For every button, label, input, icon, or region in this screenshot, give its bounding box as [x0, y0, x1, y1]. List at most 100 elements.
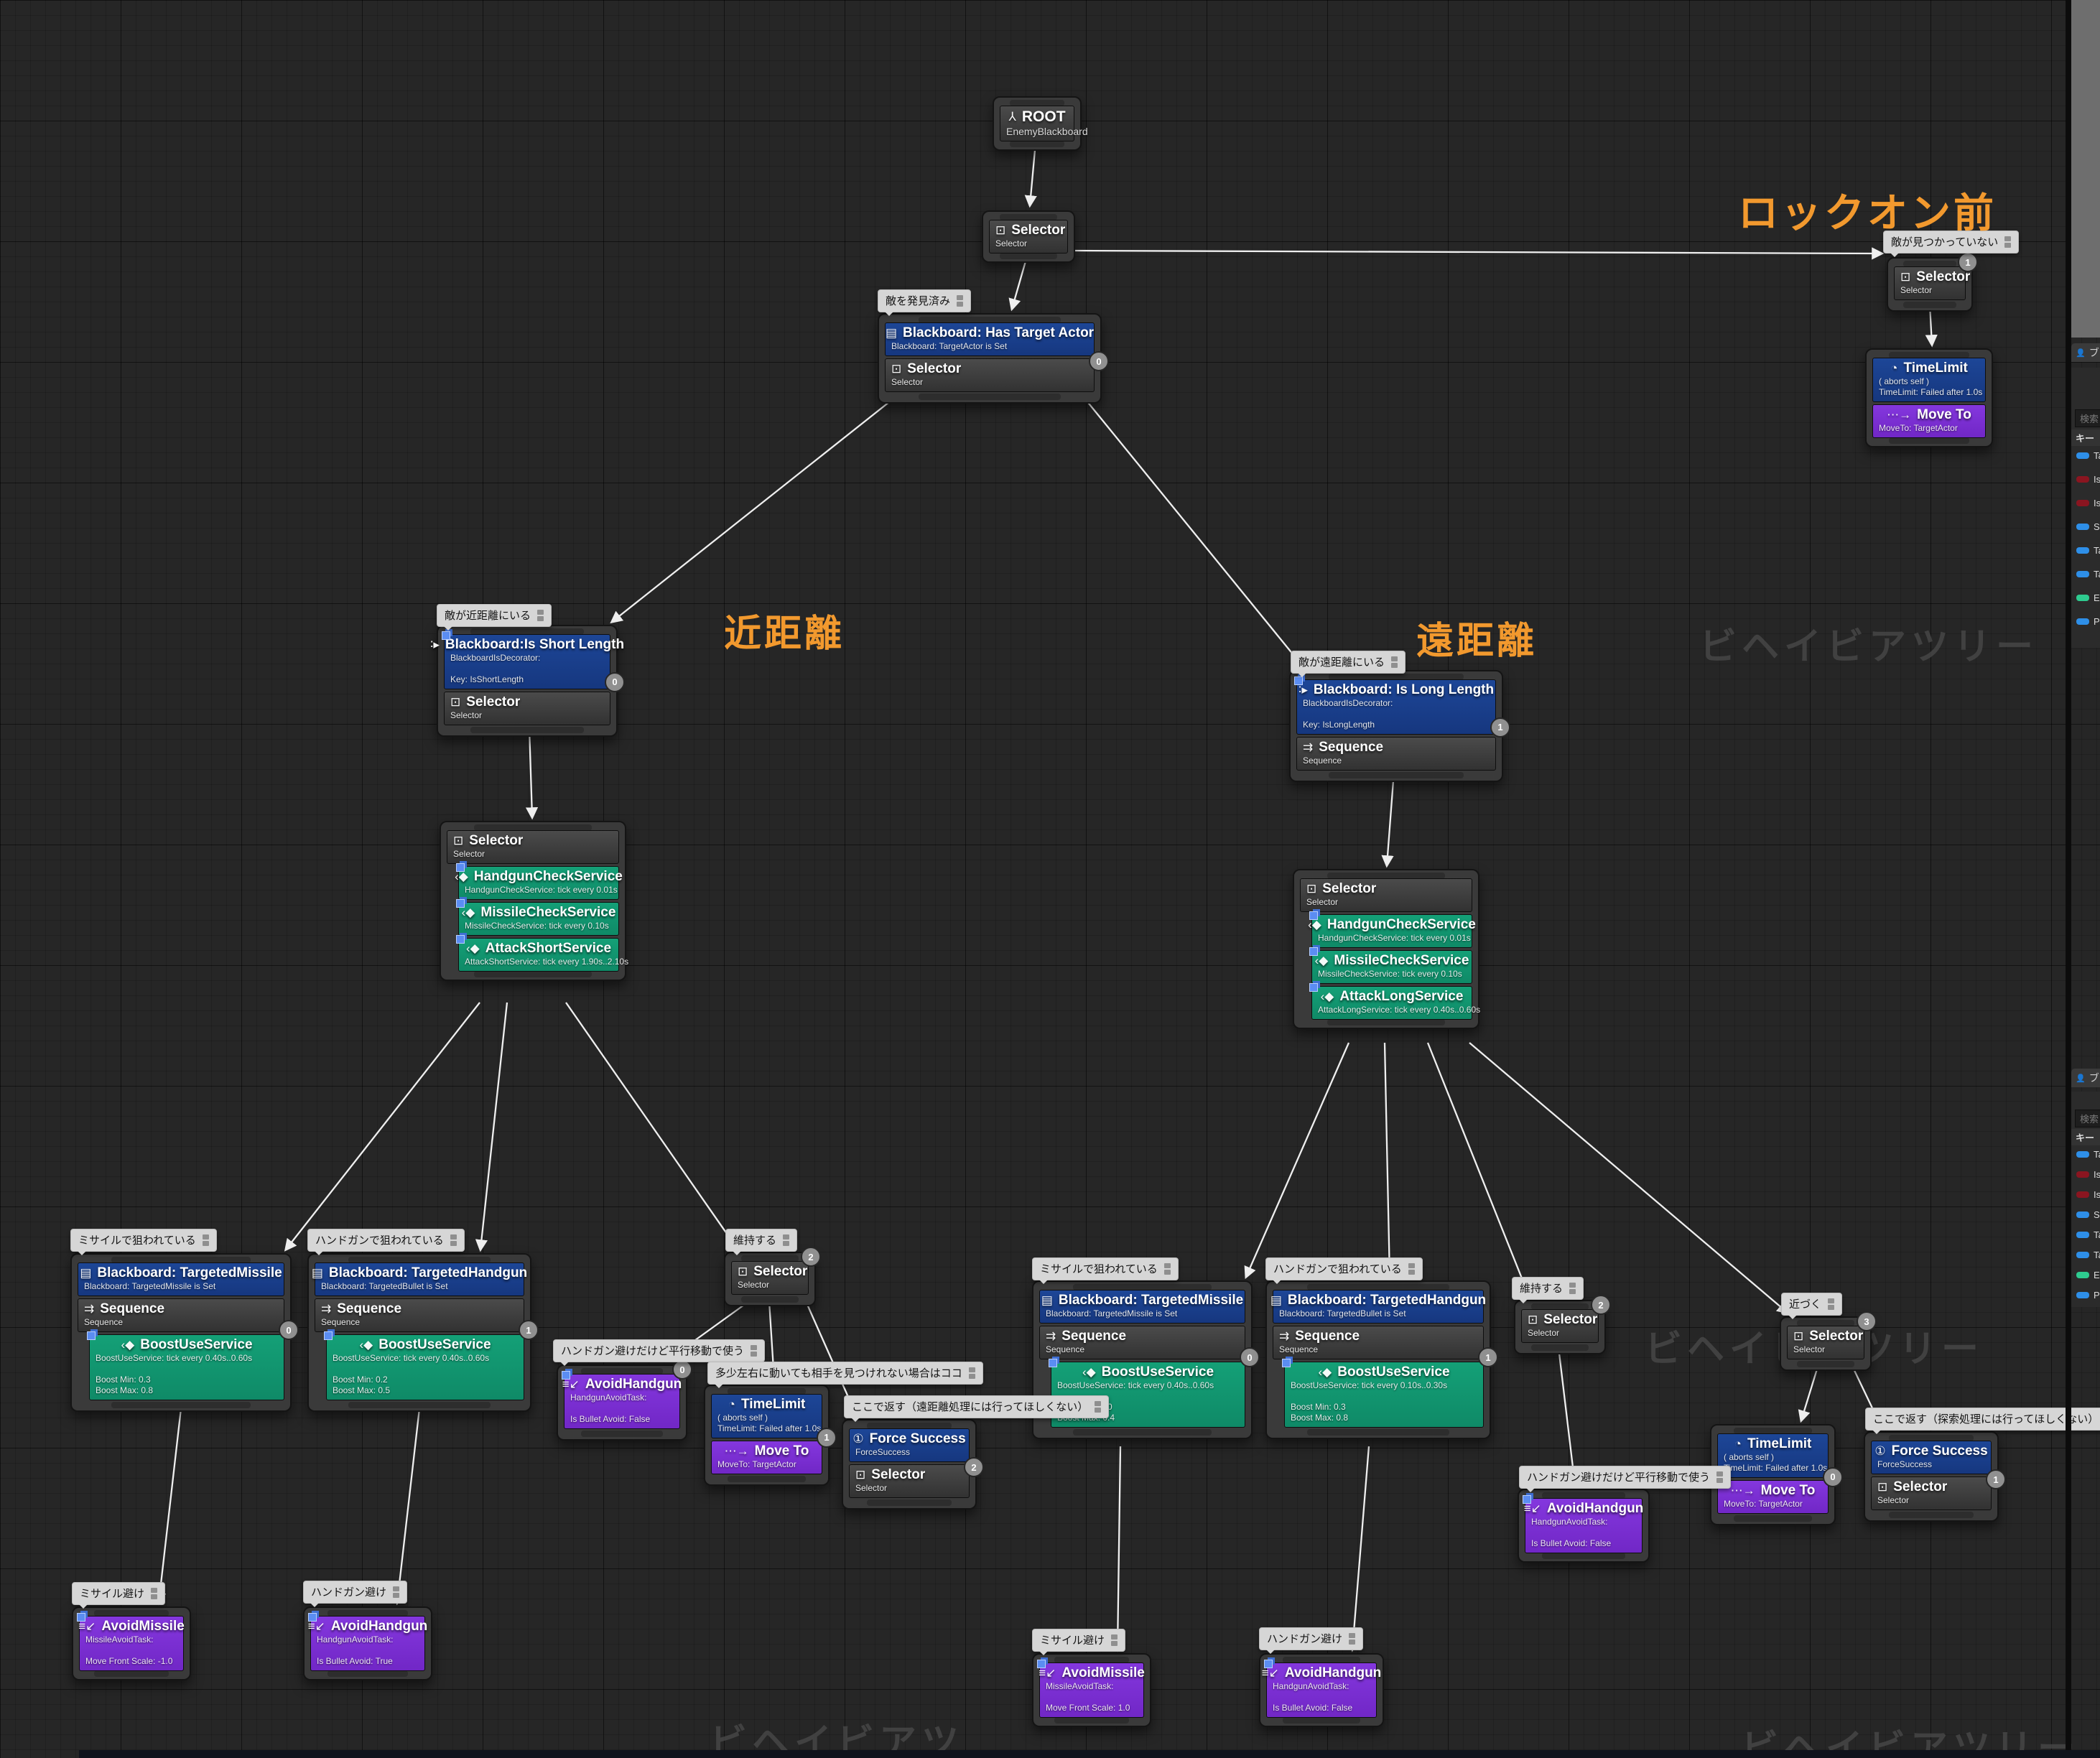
search-input[interactable]: 検索 [2075, 409, 2100, 427]
task-avoid-handgun-strafe-long-comment[interactable]: ハンドガン避けだけど平行移動で使う [1519, 1466, 1732, 1492]
blackboard-key-item[interactable]: Ta [2076, 545, 2100, 556]
node-targeted-handgun-long-comment[interactable]: ハンドガンで狙われている [1265, 1257, 1423, 1284]
blackboard-panel-tab[interactable]: 👤ブラ [2071, 1069, 2100, 1087]
blackboard-key-item[interactable]: Ta [2076, 1149, 2100, 1160]
blackboard-key-item[interactable]: Ta [2076, 569, 2100, 580]
blackboard-key-item[interactable]: En [2076, 592, 2100, 603]
blackboard-key-item[interactable]: Ta [2076, 450, 2100, 461]
node-selector-keep-short-comment[interactable]: 維持する [725, 1229, 798, 1255]
blackboard-key-item[interactable]: IsS [2076, 1189, 2100, 1200]
blackboard-key-item[interactable]: Pla [2076, 1290, 2100, 1301]
blackboard-key-item[interactable]: Se [2076, 521, 2100, 532]
node-timelimit-moveto-short-row-timelimit[interactable]: ◔TimeLimit( aborts self )TimeLimit: Fail… [711, 1394, 822, 1438]
node-selector-approach-comment[interactable]: 近づく [1781, 1293, 1843, 1319]
node-has-target-actor-comment[interactable]: 敵を発見済み [878, 289, 972, 316]
search-input[interactable]: 検索 [2075, 1110, 2100, 1127]
node-targeted-handgun-short-comment[interactable]: ハンドガンで狙われている [307, 1229, 465, 1255]
node-targeted-missile-long-comment[interactable]: ミサイルで狙われている [1032, 1257, 1179, 1284]
task-avoid-missile-long-comment[interactable]: ミサイル避け [1032, 1629, 1126, 1655]
node-is-long-length-comment[interactable]: 敵が遠距離にいる [1291, 651, 1406, 677]
blackboard-key-item[interactable]: IsL [2076, 1169, 2100, 1180]
node-is-short-length-comment[interactable]: 敵が近距離にいる [437, 604, 552, 631]
task-avoid-handgun-strafe-short-comment[interactable]: ハンドガン避けだけど平行移動で使う [553, 1339, 766, 1366]
node-selector-keep-long-comment[interactable]: 維持する [1512, 1277, 1584, 1303]
node-force-success-long-comment[interactable]: ここで返す（探索処理には行ってほしくない） [1865, 1408, 2100, 1434]
blackboard-key-item[interactable]: Is [2076, 474, 2100, 485]
blackboard-key-item[interactable]: Se [2076, 1209, 2100, 1220]
blackboard-key-item[interactable]: Pl [2076, 616, 2100, 627]
node-timelimit-moveto-lockon-row-timelimit[interactable]: ◔TimeLimit( aborts self )TimeLimit: Fail… [1872, 358, 1986, 402]
node-selector-lockon-comment[interactable]: 敵が見つかっていない [1883, 231, 2020, 257]
node-timelimit-moveto-short-comment[interactable]: 多少左右に動いても相手を見つけれない場合はココ [707, 1362, 983, 1388]
node-timelimit-moveto-long-row-timelimit[interactable]: ◔TimeLimit( aborts self )TimeLimit: Fail… [1717, 1433, 1829, 1478]
keys-section-header[interactable]: キー [2071, 429, 2100, 446]
node-timelimit-moveto-short[interactable]: ◔TimeLimit( aborts self )TimeLimit: Fail… [704, 1385, 837, 1486]
blackboard-key-item[interactable]: En [2076, 1270, 2100, 1280]
node-targeted-missile-short-comment[interactable]: ミサイルで狙われている [70, 1229, 217, 1255]
blackboard-key-item[interactable]: Ta [2076, 1229, 2100, 1240]
task-avoid-handgun-short-comment[interactable]: ハンドガン避け [303, 1581, 408, 1607]
blackboard-key-item[interactable]: Is [2076, 498, 2100, 508]
task-avoid-missile-short-comment[interactable]: ミサイル避け [72, 1582, 166, 1609]
keys-section-header[interactable]: キー [2071, 1129, 2100, 1145]
